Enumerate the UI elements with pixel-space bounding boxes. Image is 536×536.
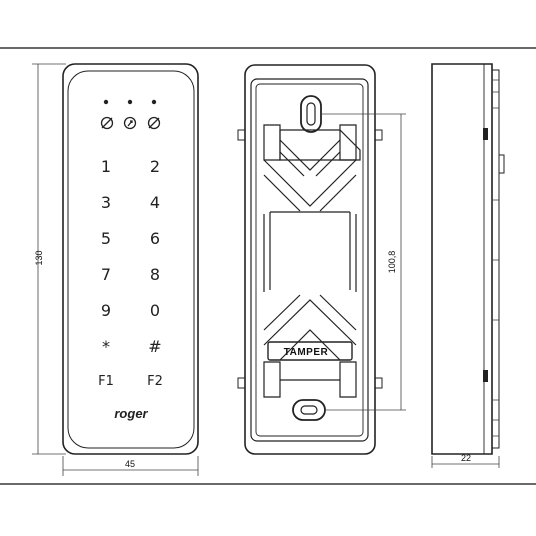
hole-spacing-label: 100,8 — [387, 251, 397, 274]
led-icon — [103, 99, 109, 105]
side-clip — [483, 128, 488, 140]
hole-spacing-dimension: 100,8 — [321, 113, 406, 411]
led-icon — [127, 99, 133, 105]
front-panel — [67, 70, 195, 449]
key-3[interactable]: 3 — [101, 193, 111, 212]
back-view: TAMPER 100,8 — [237, 64, 406, 455]
bottom-mounting-hole-inner — [300, 405, 318, 415]
back-plate — [250, 78, 369, 442]
back-plate-inner — [255, 83, 364, 437]
depth-dimension-label: 22 — [461, 453, 471, 463]
key-8[interactable]: 8 — [150, 265, 160, 284]
key-star[interactable]: * — [102, 337, 110, 356]
brand-logo: roger — [114, 406, 148, 421]
key-2[interactable]: 2 — [150, 157, 160, 176]
led-icon — [151, 99, 157, 105]
side-housing — [431, 63, 493, 455]
key-f1[interactable]: F1 — [98, 374, 114, 389]
key-f2[interactable]: F2 — [147, 374, 163, 389]
front-housing — [62, 63, 199, 455]
bottom-mounting-hole — [292, 399, 326, 421]
height-dimension-label: 130 — [34, 250, 44, 265]
arm-status-icon — [123, 116, 137, 130]
key-0[interactable]: 0 — [150, 301, 160, 320]
side-tab — [237, 129, 245, 141]
side-back-plate — [492, 69, 500, 449]
depth-dimension: 22 — [431, 453, 500, 468]
tamper-plate — [267, 341, 353, 361]
lattice-ribs — [263, 124, 361, 398]
side-view: 22 — [431, 63, 505, 468]
side-tab — [375, 377, 383, 389]
back-housing — [244, 64, 376, 455]
side-tab — [375, 129, 383, 141]
key-1[interactable]: 1 — [101, 157, 111, 176]
side-clip — [483, 370, 488, 382]
key-5[interactable]: 5 — [101, 229, 111, 248]
key-hash[interactable]: # — [148, 337, 161, 356]
width-dimension: 45 — [62, 456, 199, 476]
key-9[interactable]: 9 — [101, 301, 111, 320]
unlock-status-icon — [100, 116, 114, 130]
side-tab — [237, 377, 245, 389]
lock-status-icon — [147, 116, 161, 130]
top-mounting-hole — [300, 95, 322, 133]
key-7[interactable]: 7 — [101, 265, 111, 284]
key-4[interactable]: 4 — [150, 193, 160, 212]
side-notch — [498, 154, 505, 174]
width-dimension-label: 45 — [125, 459, 135, 469]
tamper-label: TAMPER — [284, 347, 329, 358]
keypad: 1 2 3 4 5 6 7 8 9 0 * # — [101, 157, 162, 356]
height-dimension: 130 — [32, 63, 66, 455]
key-6[interactable]: 6 — [150, 229, 160, 248]
top-mounting-hole-inner — [306, 102, 316, 126]
